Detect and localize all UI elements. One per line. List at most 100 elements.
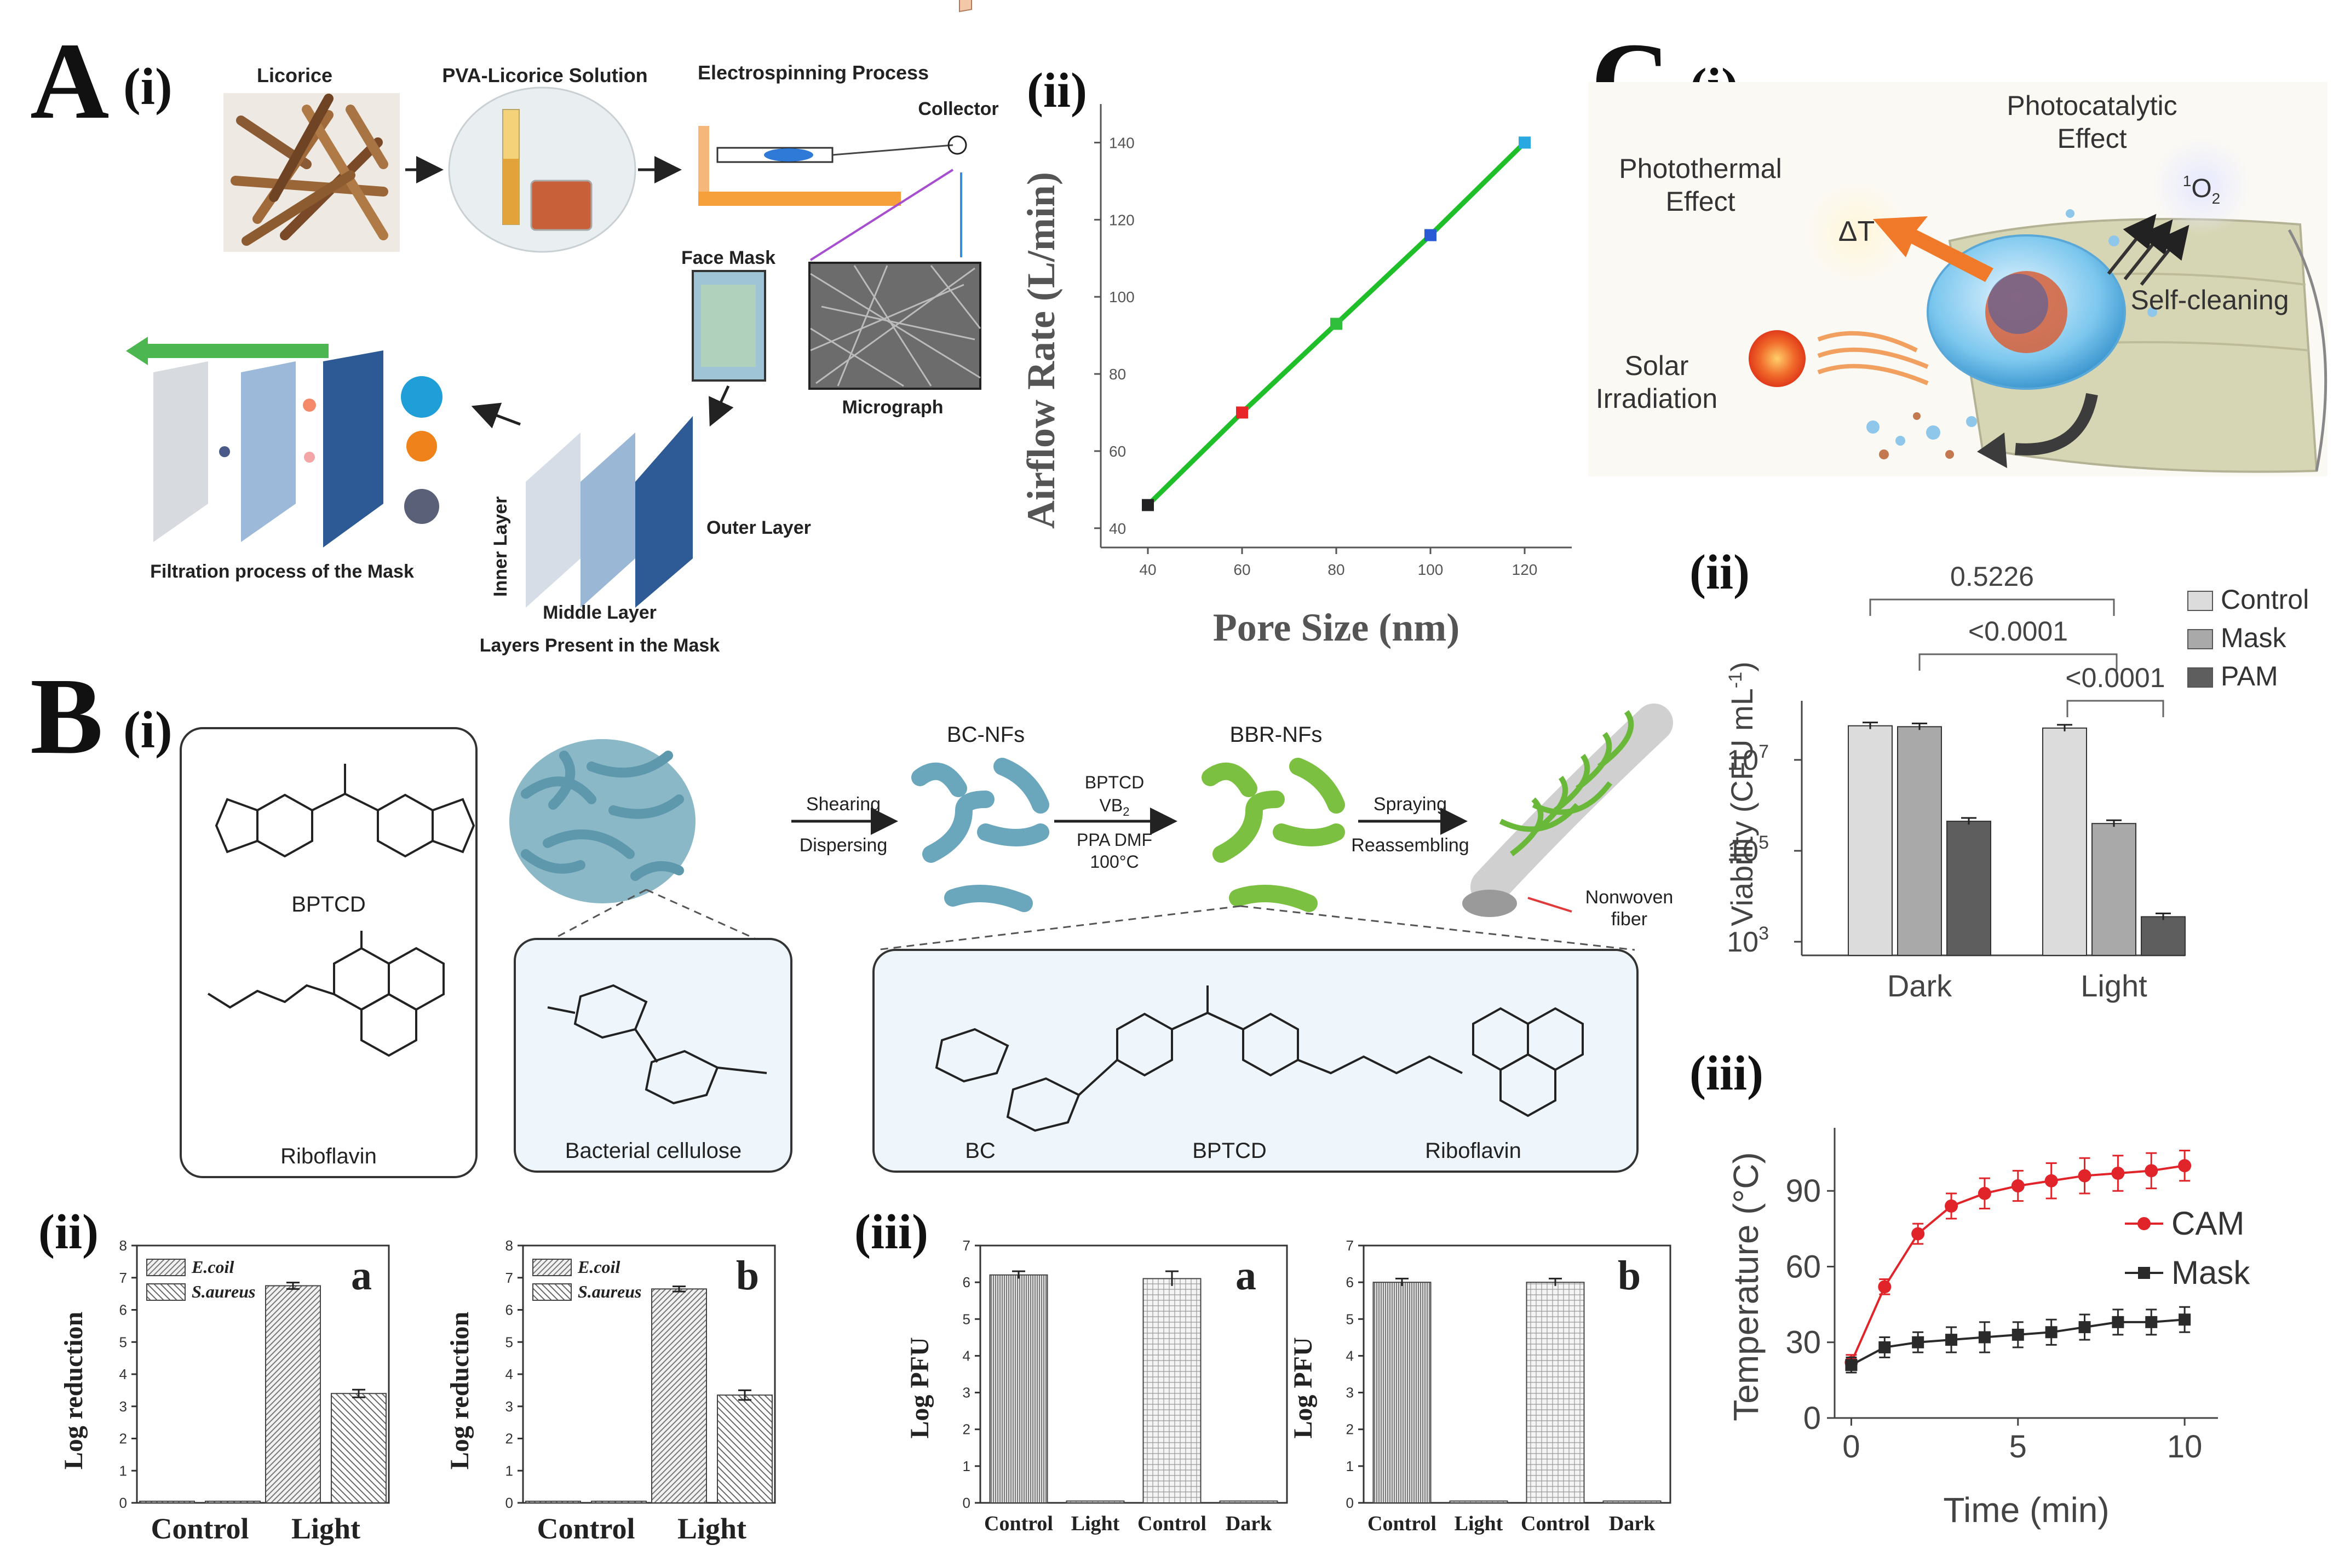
panel-a: A (i) Licorice PVA-Licorice Sol [30,0,999,656]
legend-label: E.coil [577,1257,620,1277]
singlet-oxygen-label: 1O2 [2183,172,2221,207]
bbr-nfs-label: BBR-NFs [1230,723,1323,747]
x-tick-label: 120 [1512,561,1538,578]
data-point [1945,1334,1958,1346]
bar [2141,916,2186,956]
y-tick-label: 6 [963,1274,970,1290]
bptcd-label-2: BPTCD [1192,1139,1267,1163]
solar-line2: Irradiation [1596,383,1717,414]
x-tick-label: Light [1071,1512,1120,1535]
electrospinning-label: Electrospinning Process [698,61,929,84]
reagent-label-2: PPA DMF [1077,830,1152,850]
y-tick-label: 5 [505,1334,513,1350]
panel-b-sub-iii: (iii) [854,1205,928,1259]
y-tick-label: 60 [1109,443,1126,460]
bar [1066,1500,1125,1503]
legend-label: E.coil [191,1257,234,1277]
photocatalytic-line2: Effect [2058,123,2127,154]
y-tick-label: 5 [1346,1311,1354,1327]
y-tick-label: 3 [119,1398,127,1415]
arrow-3 [709,385,734,427]
y-tick-label: 30 [1785,1325,1821,1361]
x-tick-label: 60 [1233,561,1250,578]
y-tick-label: 4 [119,1366,127,1382]
x-tick-label: Light [291,1512,360,1545]
bptcd-structure [215,764,475,858]
y-tick-label: 1 [963,1458,970,1474]
bc-nfs-label: BC-NFs [947,723,1025,747]
data-point [1845,1359,1858,1371]
legend-label: Mask [2171,1254,2250,1291]
bbr-nfs-fibers [1202,758,1345,912]
chart-b-ii-b-ylabel: Log reduction [445,1312,474,1469]
y-tick-label: 7 [1346,1237,1354,1254]
y-tick-label: 3 [505,1398,513,1415]
legend-label: CAM [2171,1205,2244,1242]
shearing-label: Shearing [806,794,881,815]
bar [1848,725,1893,956]
x-tick-label: 5 [2009,1429,2027,1465]
nonwoven-label-2: fiber [1611,909,1647,930]
y-tick-label: 120 [1109,211,1135,228]
x-tick-label: Control [1367,1512,1436,1535]
data-point [1878,1341,1891,1353]
licorice-image: Licorice [223,64,400,252]
bar [1219,1500,1278,1503]
x-tick-label: Dark [1226,1512,1272,1535]
panel-b-sub-ii: (ii) [38,1205,99,1259]
bar [265,1285,321,1503]
chart-c-iii-ylabel: Temperature (°C) [1726,1152,1766,1421]
collector-label: Collector [918,99,998,119]
data-point [1236,406,1248,419]
cellulose-structure [547,984,767,1105]
y-tick-label: 4 [505,1366,513,1382]
y-tick-label: 7 [963,1237,970,1254]
y-tick-label: 90 [1785,1173,1821,1209]
bar [139,1501,195,1503]
y-tick-label: 107 [1727,741,1769,776]
data-point [2178,1159,2192,1173]
y-tick-label: 1 [505,1462,513,1479]
x-tick-label: Control [1137,1512,1206,1535]
y-tick-label: 6 [119,1302,127,1318]
x-tick-label: Control [984,1512,1053,1535]
data-point [2044,1174,2058,1187]
photothermal-line1: Photothermal [1619,153,1781,184]
p-value-label: <0.0001 [1968,616,2068,647]
y-tick-label: 1 [119,1462,127,1479]
p-value-label: 0.5226 [1950,561,2034,592]
data-point [2145,1316,2158,1328]
bbr-structure [935,985,1584,1132]
data-point [1878,1280,1892,1294]
legend-swatch [2187,629,2213,649]
micrograph-label: Micrograph [842,397,943,418]
legend-swatch [146,1283,186,1301]
data-point [1912,1336,1924,1348]
bar [2091,823,2136,956]
bar [525,1501,581,1503]
bar [1602,1500,1662,1503]
bar [591,1501,647,1503]
legend-swatch [2187,667,2213,688]
panel-a-sub-i: (i) [123,57,173,116]
y-tick-label: 80 [1109,366,1126,383]
molecule-box [180,727,478,1178]
reagent-label-3: 100°C [1090,852,1139,872]
x-tick-label: 100 [1418,561,1444,578]
legend-swatch [146,1259,186,1276]
bc-nfs-fibers [911,758,1049,912]
y-tick-label: 0 [963,1495,970,1511]
y-tick-label: 8 [119,1237,127,1254]
nonwoven-label-1: Nonwoven [1585,887,1674,908]
legend-label: Mask [2221,622,2286,653]
panel-a-sub-ii: (ii) [1027,64,1087,118]
chart-a-ii-xlabel: Pore Size (nm) [1213,606,1460,649]
bar [989,1274,1048,1504]
y-tick-label: 140 [1109,134,1135,151]
y-tick-label: 7 [119,1270,127,1286]
y-tick-label: 6 [1346,1274,1354,1290]
